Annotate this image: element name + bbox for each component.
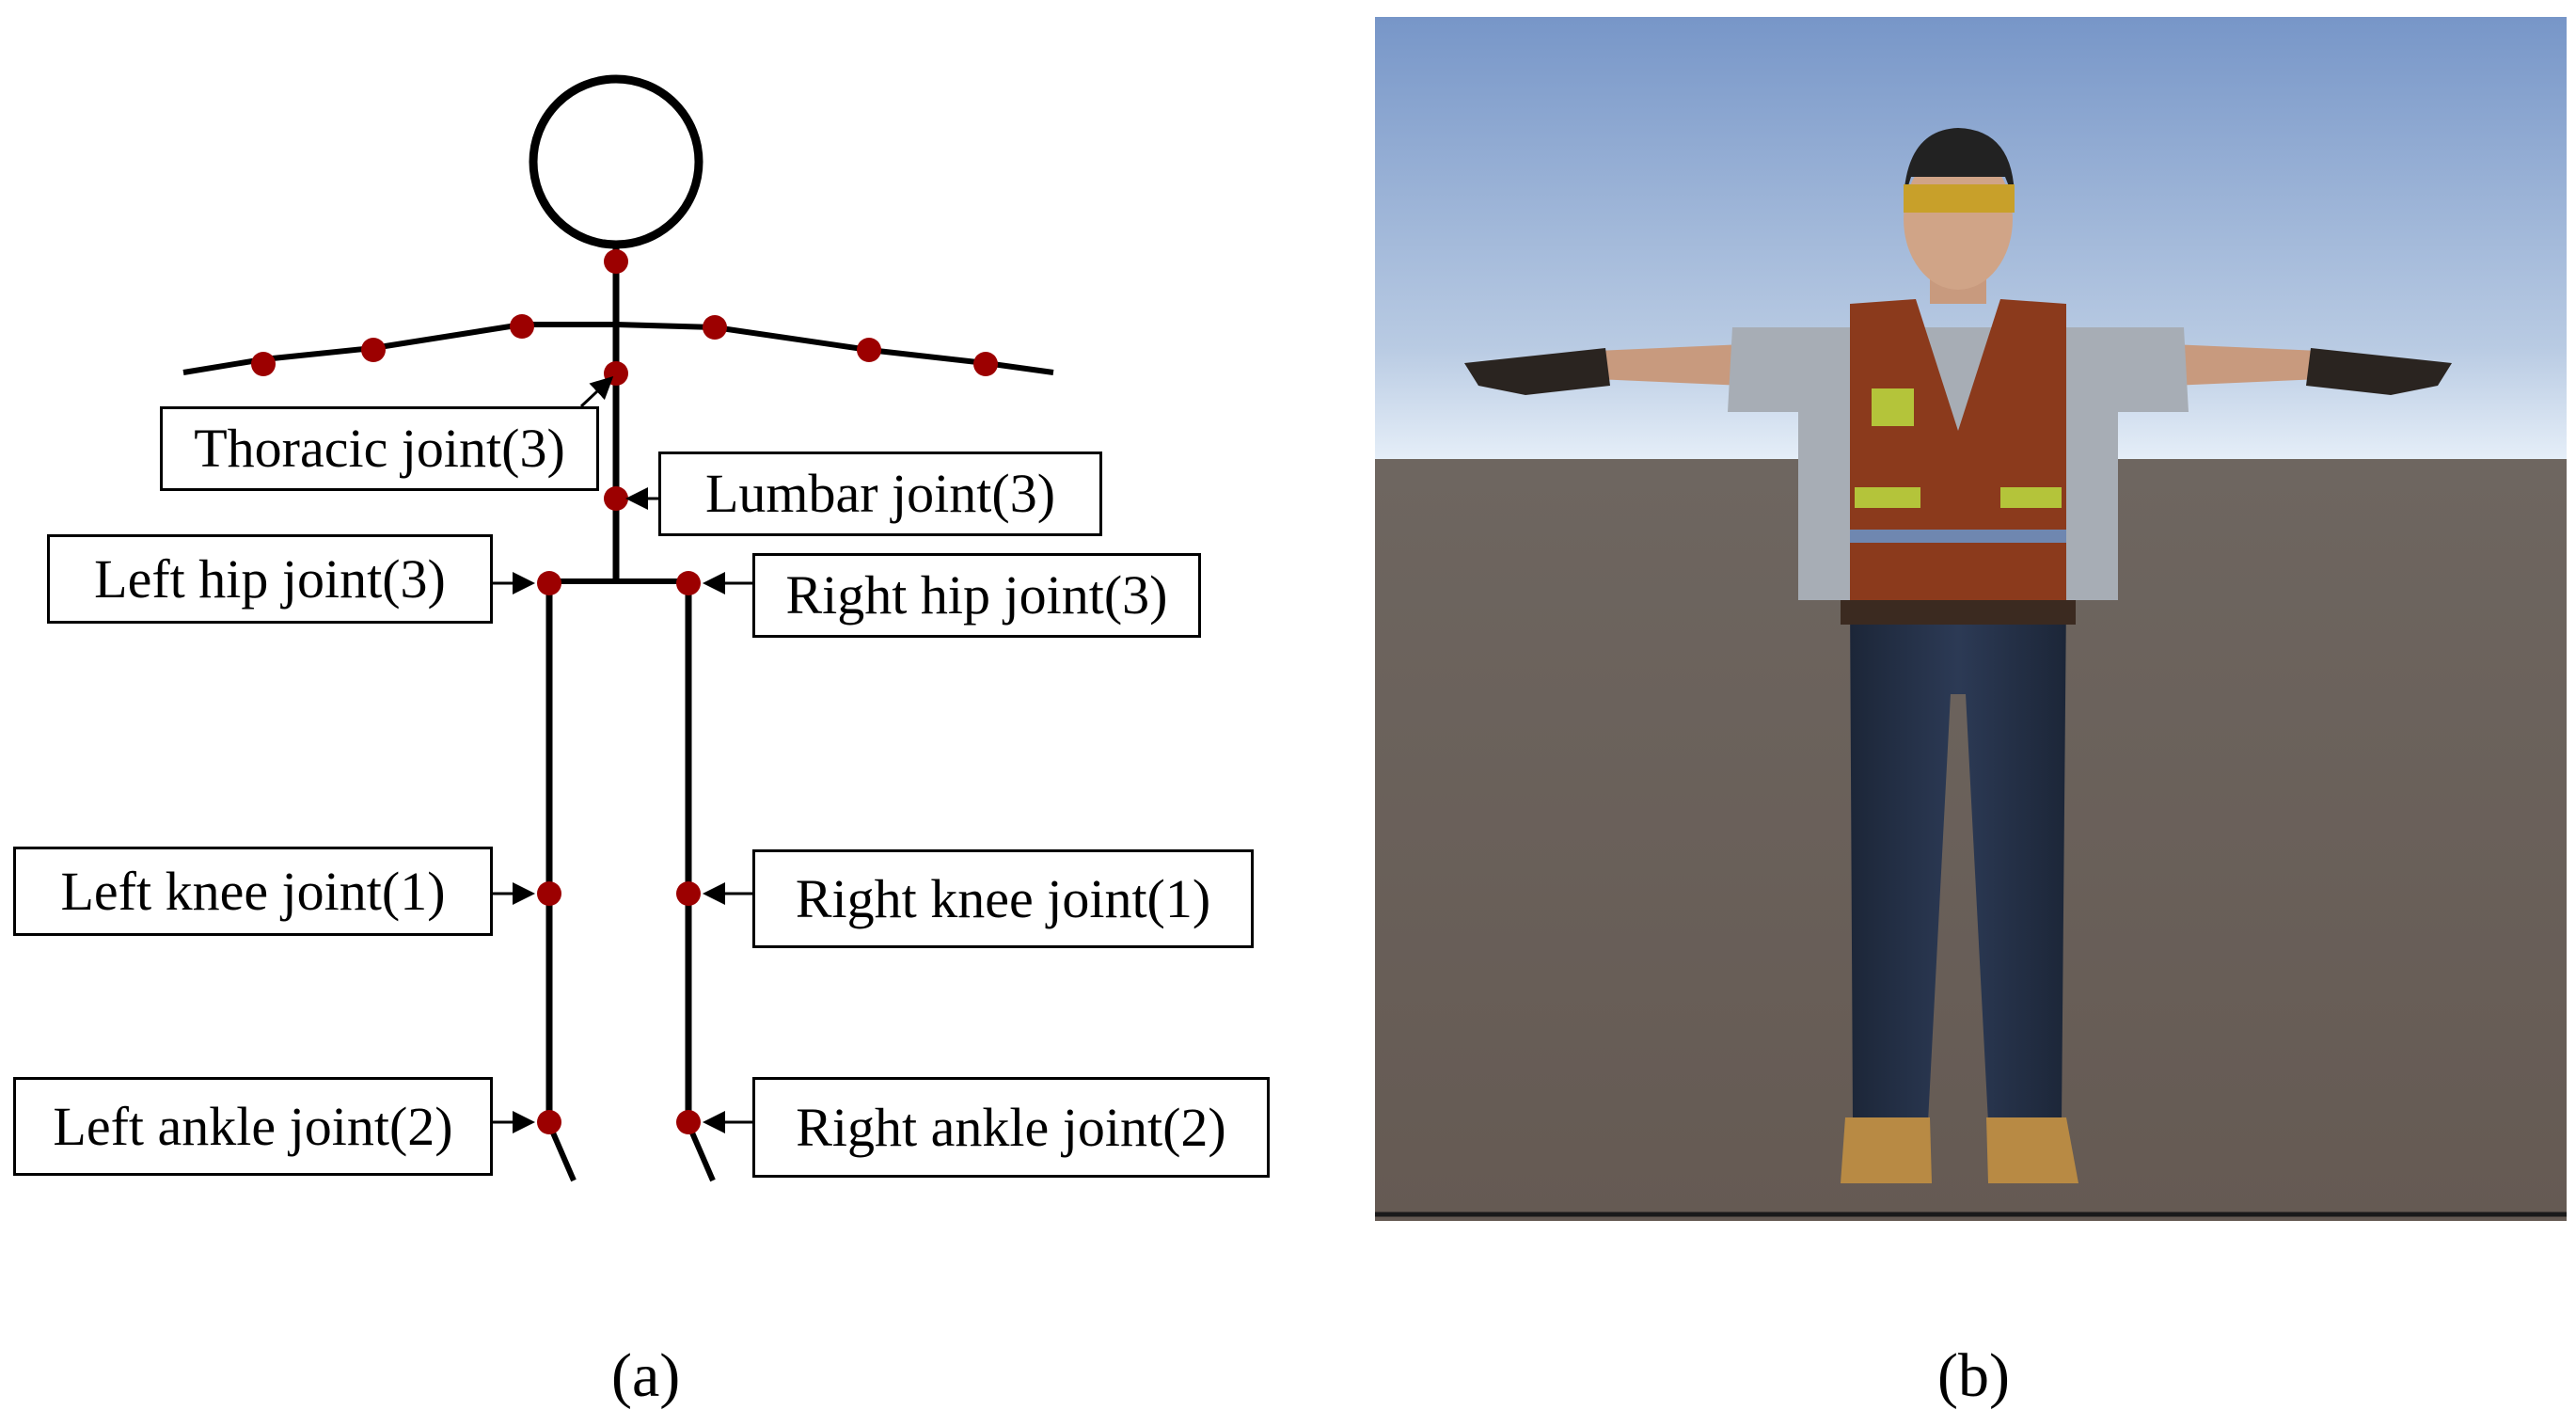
left-arm-line — [182, 322, 616, 375]
right-ankle-joint-label: Right ankle joint(2) — [752, 1077, 1270, 1178]
right-hip-joint — [676, 571, 701, 595]
left-hand-joint — [361, 338, 386, 362]
left-wrist-joint — [251, 352, 276, 376]
left-ankle-joint-label: Left ankle joint(2) — [13, 1077, 493, 1176]
neck-joint — [604, 249, 628, 274]
right-elbow-joint — [857, 338, 881, 362]
right-wrist-joint — [973, 352, 998, 376]
thoracic-arrow — [579, 375, 614, 408]
worker-right-glove — [2306, 348, 2452, 395]
left-knee-joint — [537, 881, 561, 906]
left-elbow-joint — [510, 314, 534, 339]
thoracic-joint-label: Thoracic joint(3) — [160, 406, 599, 491]
left-ankle-joint — [537, 1110, 561, 1134]
left-knee-joint-label: Left knee joint(1) — [13, 847, 493, 936]
caption-a: (a) — [611, 1341, 681, 1410]
right-ankle-joint — [676, 1110, 701, 1134]
right-shoulder-joint — [703, 315, 727, 340]
worker-head — [1904, 149, 2013, 290]
worker-left-boot — [1841, 1117, 1932, 1183]
right-hip-joint-label: Right hip joint(3) — [752, 553, 1201, 638]
label-arrows — [493, 375, 752, 1133]
right-knee-joint-label: Right knee joint(1) — [752, 849, 1254, 948]
left-hip-joint-label: Left hip joint(3) — [47, 534, 493, 624]
left-hip-joint — [537, 571, 561, 595]
right-knee-joint — [676, 881, 701, 906]
worker-render-image — [1375, 17, 2567, 1221]
joint-markers — [251, 249, 998, 1134]
worker-right-boot — [1986, 1117, 2078, 1183]
head-circle — [529, 74, 703, 249]
worker-headband — [1904, 184, 2015, 213]
worker-belt — [1841, 600, 2076, 625]
worker-jeans — [1850, 600, 2066, 1122]
worker-hair — [1904, 128, 2015, 200]
worker-left-glove — [1464, 348, 1610, 395]
lumbar-joint-label: Lumbar joint(3) — [658, 452, 1102, 536]
caption-b: (b) — [1937, 1341, 2010, 1410]
lumbar-joint — [604, 486, 628, 511]
